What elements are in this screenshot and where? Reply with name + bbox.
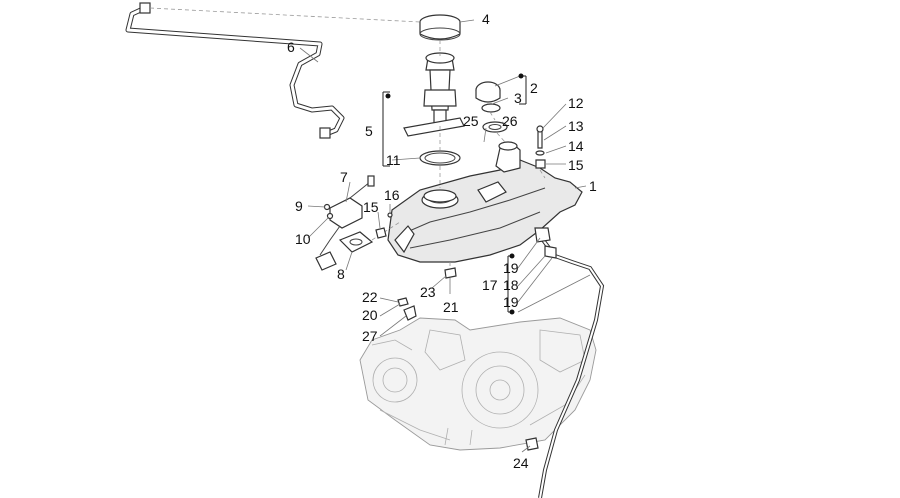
engine-assembly (359, 317, 597, 451)
fuel-tank (387, 141, 583, 263)
drain-plug (444, 262, 457, 279)
label-part-18: 18 (503, 277, 519, 293)
label-part-6: 6 (287, 39, 295, 55)
label-part-19-bottom: 19 (503, 294, 519, 310)
fuel-pump-assembly (403, 14, 465, 203)
label-part-26: 26 (502, 113, 518, 129)
fuel-line (525, 227, 605, 498)
label-part-8: 8 (337, 266, 345, 282)
label-part-2: 2 (530, 80, 538, 96)
right-fasteners (535, 125, 546, 179)
label-part-9: 9 (295, 198, 303, 214)
label-part-15-left: 15 (363, 199, 379, 215)
label-part-12: 12 (568, 95, 584, 111)
label-part-25: 25 (463, 113, 479, 129)
label-part-10: 10 (295, 231, 311, 247)
label-part-5: 5 (365, 123, 373, 139)
label-part-4: 4 (482, 11, 490, 27)
fuel-level-sensor (315, 175, 401, 271)
label-part-24: 24 (513, 455, 529, 471)
label-part-1: 1 (589, 178, 597, 194)
label-part-3: 3 (514, 90, 522, 106)
label-part-13: 13 (568, 118, 584, 134)
label-part-17: 17 (482, 277, 498, 293)
label-part-27: 27 (362, 328, 378, 344)
part-labels: 1 2 3 4 5 6 7 8 9 10 11 12 13 14 15 16 1… (287, 11, 597, 471)
vent-hose (125, 2, 421, 139)
label-part-16: 16 (384, 187, 400, 203)
label-part-19-top: 19 (503, 260, 519, 276)
label-part-22: 22 (362, 289, 378, 305)
label-part-20: 20 (362, 307, 378, 323)
label-part-14: 14 (568, 138, 584, 154)
group-brackets (382, 73, 527, 315)
label-part-7: 7 (340, 169, 348, 185)
left-fasteners (375, 212, 393, 239)
label-part-23: 23 (420, 284, 436, 300)
fuel-cap (475, 81, 508, 143)
fuel-fitting (397, 297, 417, 321)
label-part-15-right: 15 (568, 157, 584, 173)
leader-lines (299, 19, 591, 453)
label-part-21: 21 (443, 299, 459, 315)
label-part-11: 11 (386, 152, 401, 168)
